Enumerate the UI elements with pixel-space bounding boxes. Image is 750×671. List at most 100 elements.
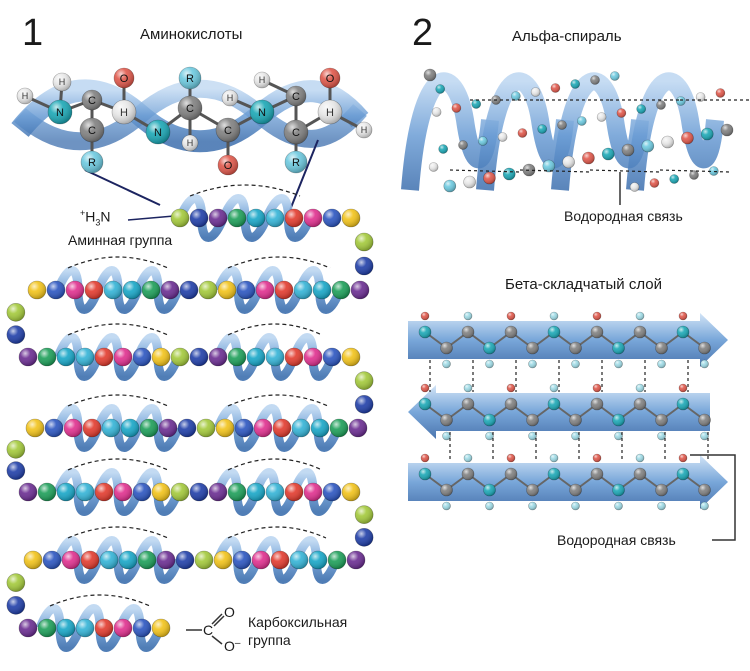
alpha-atom [715,88,726,98]
beta-atom [504,467,518,481]
alpha-hydrogen-bond-label: Водородная связь [564,208,683,224]
amino-acid-bead [80,550,100,570]
atom-letter: H [59,77,66,87]
amino-acid-bead [139,418,159,438]
atom-letter: H [120,107,128,119]
alpha-atom [517,128,528,138]
amino-acid-bead [56,347,76,367]
backbone-atom: H [253,71,271,89]
amino-acid-bead [327,550,347,570]
amino-acid-bead [6,440,26,459]
beta-atom [612,341,625,355]
amino-acid-bead [198,280,218,300]
amino-acid-bead [354,371,374,390]
hbond-dashed-arc [49,594,151,607]
amino-acid-bead [122,280,142,300]
amino-acid-bead [246,482,266,502]
atom-letter: H [187,138,194,148]
amino-acid-bead [354,505,374,524]
beta-atom [504,325,518,339]
hbond-dashed-arc [227,256,331,269]
beta-side-atom [528,501,537,511]
amino-acid-bead [170,347,190,367]
hbond-dashed-arc [67,458,169,471]
beta-atom [569,413,582,427]
beta-atom [676,325,690,339]
atom-letter: N [56,107,64,119]
amino-acid-bead [113,347,133,367]
atom-letter: H [361,125,368,135]
alpha-atom [616,108,627,118]
backbone-atom: C [79,117,105,143]
beta-side-atom [657,431,666,441]
beta-side-atom [678,453,688,463]
amino-acid-bead [46,280,66,300]
alpha-atom [661,135,674,149]
amino-acid-bead [208,347,228,367]
amino-acid-bead [82,418,102,438]
alpha-atom [700,127,714,141]
amino-acid-bead [156,550,176,570]
amino-acid-bead [322,208,342,228]
amino-acid-bead [194,550,214,570]
beta-atom [440,341,453,355]
beta-atom [569,341,582,355]
beta-side-atom [528,431,537,441]
beta-atom [676,467,690,481]
amino-acid-bead [354,395,374,414]
amino-acid-bead [6,461,26,480]
carboxyl-O-double: O [224,604,235,620]
hbond-dashed-arc [227,526,327,539]
amino-acid-bead [308,550,328,570]
amino-acid-bead [61,550,81,570]
amino-acid-bead [350,280,370,300]
beta-side-atom [549,383,559,393]
amino-acid-bead [331,280,351,300]
alpha-atom [562,155,575,169]
panel-number-2: 2 [412,12,434,54]
amino-acid-bead [284,208,304,228]
beta-atom [526,341,539,355]
chain-hydrogen-bonds [49,184,331,607]
backbone-atom: O [217,154,239,176]
beta-side-atom [571,359,580,369]
amino-acid-bead [265,347,285,367]
alpha-atom [675,96,686,106]
amino-acid-bead [75,618,95,638]
amino-acid-bead [329,418,349,438]
alpha-atom [636,104,647,114]
alpha-atom [596,112,607,122]
atom-letter: C [186,103,194,115]
beta-atom [526,413,539,427]
beta-atom [612,413,625,427]
alpha-atom [570,79,581,89]
backbone-atom: C [285,85,307,107]
atom-letter: H [259,75,266,85]
beta-atom [418,397,432,411]
beta-atom [569,483,582,497]
amino-acid-bead [246,347,266,367]
amino-acid-bead [94,618,114,638]
alpha-hbond-dash [589,169,661,173]
alpha-atom [502,167,516,181]
beta-atom [590,325,604,339]
amino-acid-bead [196,418,216,438]
amino-acid-bead [303,208,323,228]
beta-side-atom [506,453,516,463]
atom-letter: H [22,91,29,101]
alpha-atom [542,159,556,173]
backbone-atom: O [113,67,135,89]
amino-acid-bead [25,418,45,438]
amino-H: H [85,208,96,225]
amino-acid-bead [189,208,209,228]
amino-acid-bead [270,550,290,570]
alpha-atom [582,151,595,165]
carboxyl-label-line2: группа [248,632,291,648]
hbond-dashed-arc [227,458,323,471]
alpha-atom [435,84,446,94]
alpha-atom [590,75,600,85]
beta-side-atom [442,359,451,369]
beta-side-atom [700,431,709,441]
alpha-helix-model [401,68,750,193]
backbone-atom: N [249,99,275,125]
